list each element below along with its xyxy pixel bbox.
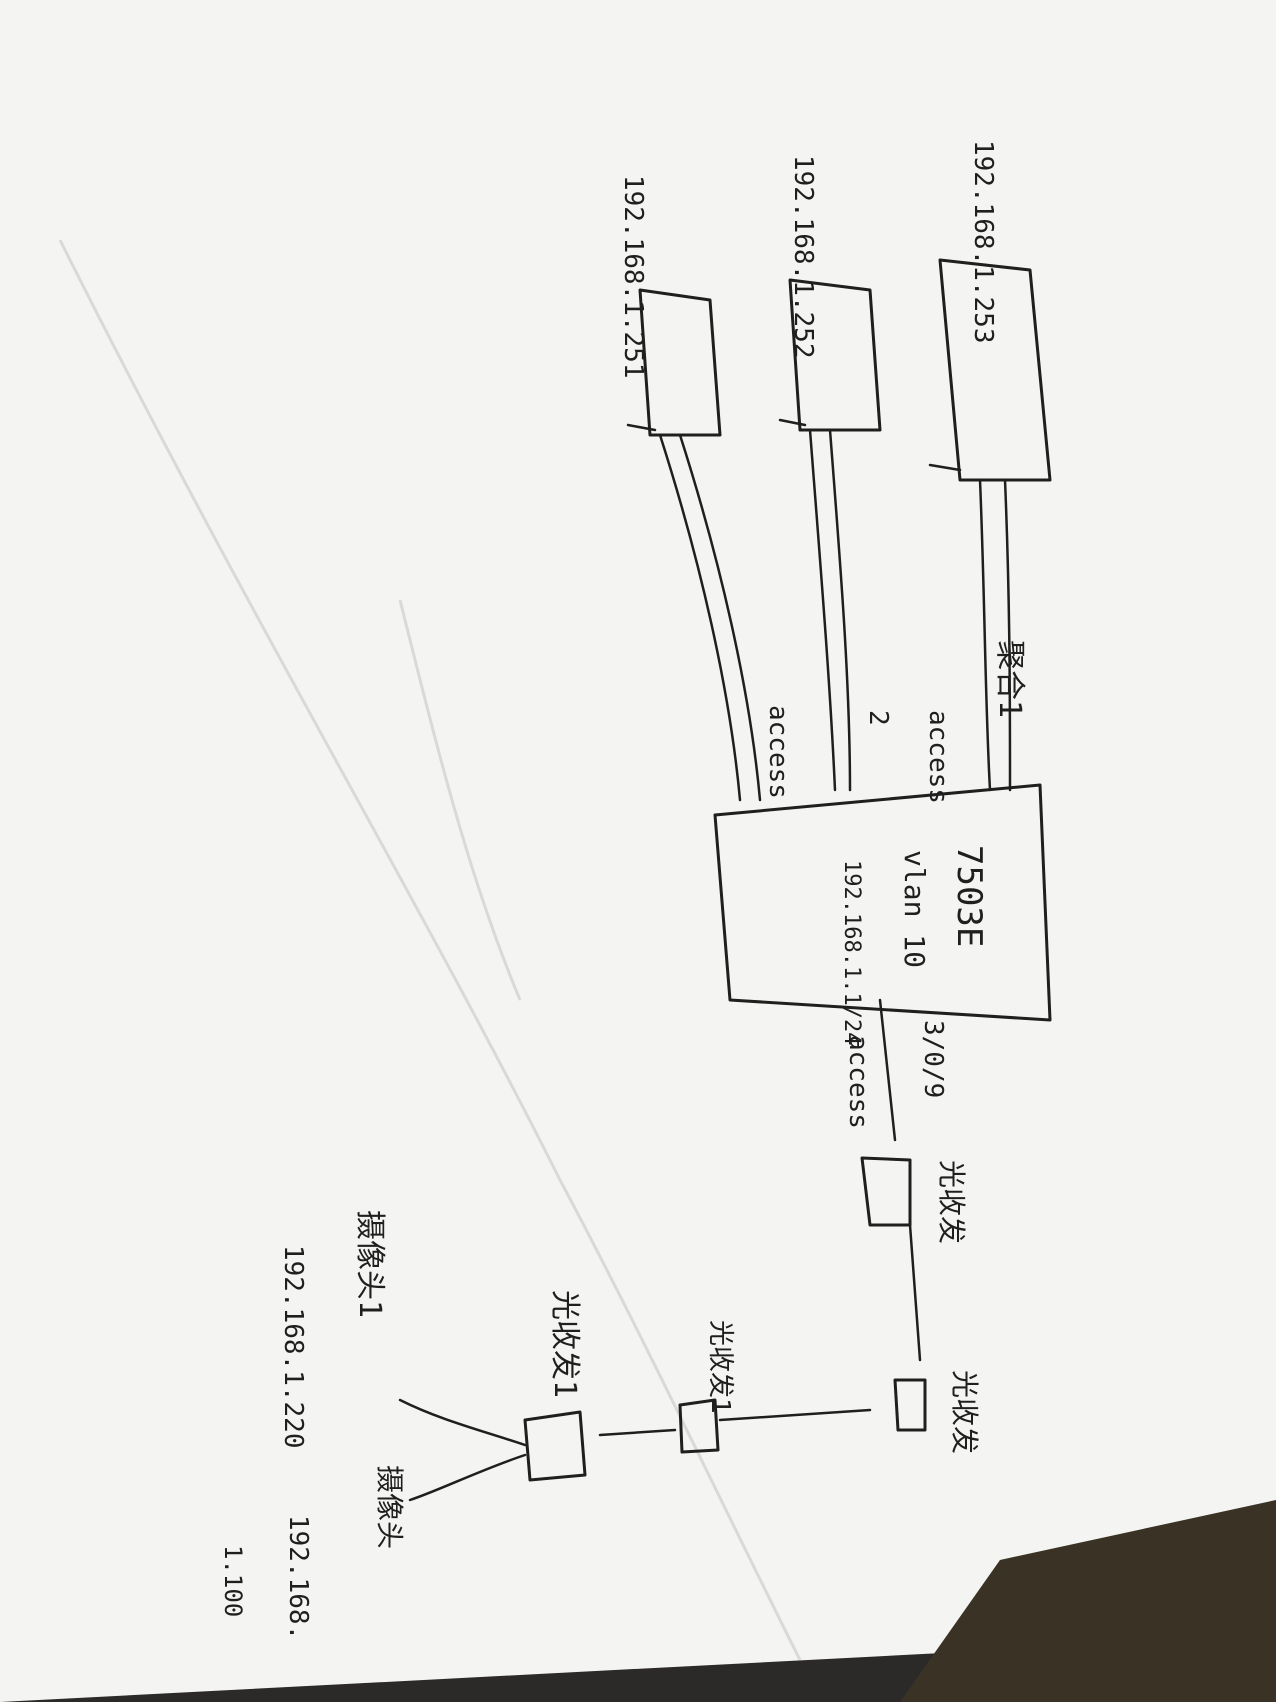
camera-2-ip: 192.168. <box>283 1515 313 1640</box>
uplink-port: 3/0/9 <box>918 1020 948 1098</box>
aggregate-label: 聚合1 <box>992 640 1027 718</box>
core-switch: 7503E vlan 10 192.168.1.1/24 <box>713 783 1052 1045</box>
transceiver-b: 光收发 <box>893 1370 981 1454</box>
camera-1-label: 摄像头1 <box>352 1210 387 1318</box>
switch-2: 192.168.1.252 <box>778 155 882 432</box>
camera-2-label: 摄像头 <box>373 1465 406 1549</box>
switch-1: 192.168.1.253 <box>928 140 1052 482</box>
switch-2-ip: 192.168.1.252 <box>788 155 818 359</box>
uplink: 3/0/9 access <box>843 998 948 1142</box>
core-vlan: vlan 10 <box>898 850 931 968</box>
switch-3: 192.168.1.251 <box>618 175 722 437</box>
uplink-mode: access <box>843 1035 873 1129</box>
switch-1-ip: 192.168.1.253 <box>968 140 998 344</box>
link3-mode: access <box>763 705 793 799</box>
camera-2-ip-suffix: 1.100 <box>219 1545 247 1617</box>
camera-1-ip: 192.168.1.220 <box>278 1245 308 1449</box>
switch-3-ip: 192.168.1.251 <box>618 175 648 379</box>
paper-crease-2 <box>398 599 522 1001</box>
links: 聚合1 access 2 access <box>658 428 1027 804</box>
fiber-c-d <box>598 1428 677 1437</box>
paper-crease <box>58 239 802 1661</box>
paper-shadow <box>900 1500 1276 1702</box>
link1-mode: access <box>923 710 953 804</box>
link2-id: 2 <box>863 710 893 726</box>
camera-1: 摄像头1 192.168.1.220 <box>278 1210 387 1449</box>
transceiver-d: 光收发1 <box>523 1290 587 1482</box>
core-ip: 192.168.1.1/24 <box>839 860 864 1045</box>
transceiver-b-label: 光收发 <box>948 1370 981 1454</box>
transceiver-d-label: 光收发1 <box>547 1290 582 1398</box>
transceiver-c: 光收发1 <box>678 1320 735 1454</box>
camera-links <box>398 1398 527 1502</box>
transceiver-c-label: 光收发1 <box>705 1320 735 1414</box>
core-model: 7503E <box>949 845 989 947</box>
fiber-b-c <box>718 1408 872 1422</box>
camera-2: 摄像头 192.168. 1.100 <box>219 1465 406 1640</box>
transceiver-a-label: 光收发 <box>935 1160 968 1244</box>
fiber-a-b <box>908 1223 922 1362</box>
